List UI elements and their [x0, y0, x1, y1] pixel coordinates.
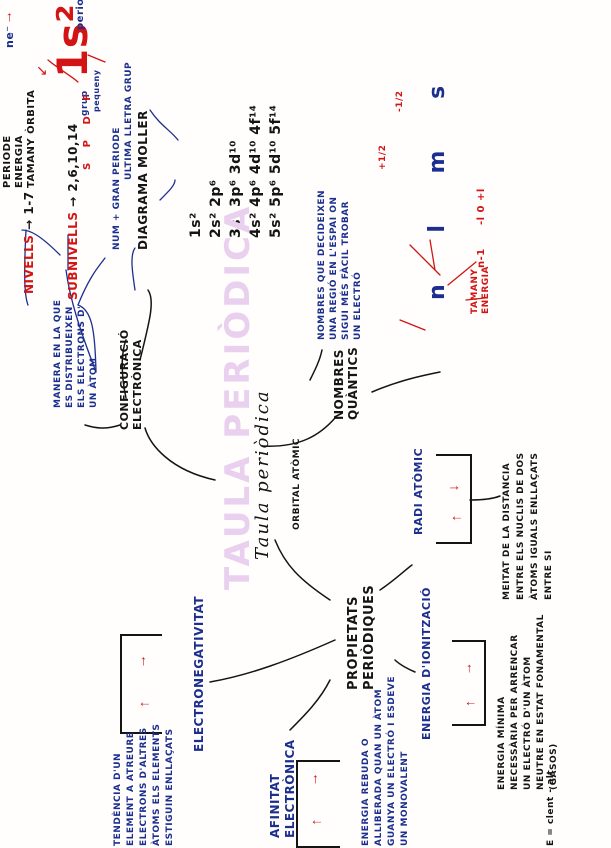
afinitat-definition-line-3: GUANYA UN ELECTRÓ I ESDEVE — [387, 676, 397, 846]
electronegativitat-box — [120, 634, 162, 734]
quantics-definition-line-2: UNA REGIÓ EN L'ESPAI ON — [329, 196, 339, 340]
afinitat-label-line-1: AFINITAT — [268, 773, 282, 838]
radi-label: RADI ATÒMIC — [412, 447, 425, 535]
n-note-line-2: ENERGIA — [481, 266, 491, 314]
afinitat-definition-line-4: UN MONOVALENT — [400, 751, 410, 846]
radi-definition-line-4: ENTRE SI — [544, 550, 554, 600]
diagrama-label: DIAGRAMA MOLLER — [136, 110, 150, 250]
quantics-label-line-2: QUÀNTICS — [346, 346, 360, 420]
ionitzacio-definition: ENERGIA MÍNIMA NECESSÀRIA PER ARRENCAR U… — [496, 614, 561, 790]
nivells-info: PERIODE ENERGIA TAMANY ÒRBITA — [2, 90, 38, 188]
afinitat-arrow-left-icon: ↑ — [307, 818, 324, 826]
quantics-definition-line-1: NOMBRES QUE DECIDEIXEN — [317, 189, 327, 340]
ionitzacio-definition-line-4: NEUTRE EN ESTAT FONAMENTAL — [536, 614, 546, 790]
s-value-minus: -1/2 — [395, 90, 405, 112]
center-scribble: Taula periòdica — [252, 389, 273, 560]
configuracio-definition-line-1: MANERA EN LA QUE — [53, 299, 63, 408]
ionitzacio-arrow-up-icon: ↑ — [466, 660, 473, 675]
afinitat-definition-line-1: ENERGIA REBUDA O — [361, 737, 371, 846]
configuracio-label: CONFIGURACIÓ ELECTRÒNICA — [118, 329, 144, 430]
afinitat-label: AFINITAT ELECTRÒNICA — [268, 739, 298, 838]
diagrama-note-grup: ULTIMA LLETRA GRUP — [124, 61, 134, 180]
afinitat-definition: ENERGIA REBUDA O ALLIBERADA QUAN UN ÀTOM… — [360, 676, 412, 846]
radi-definition: MEITAT DE LA DISTANCIA ENTRE ELS NUCLIS … — [500, 452, 556, 600]
subnivells-label: SUBNIVELLS — [66, 211, 80, 300]
ionitzacio-arrow-left-icon: ↑ — [461, 700, 477, 707]
afinitat-arrow-up-icon: ↑ — [312, 770, 319, 786]
electronegativitat-definition-line-5: ESTIGUIN ENLLAÇATS — [165, 728, 175, 846]
arrow-icon: ↘ — [36, 62, 48, 78]
radi-arrow-icon-2: ↑ — [447, 514, 464, 522]
nivells-arrow: → — [22, 219, 36, 230]
radi-definition-line-1: MEITAT DE LA DISTANCIA — [502, 462, 512, 600]
configuracio-definition-line-4: UN ÀTOM — [89, 357, 99, 409]
ionitzacio-definition-line-1: ENERGIA MÍNIMA — [497, 696, 507, 790]
nivells-label: NIVELLS — [22, 234, 36, 294]
m-note: -l 0 +l — [476, 188, 487, 225]
subnivells-values: 2,6,10,14 — [66, 123, 80, 192]
quantum-letter-s: s — [425, 63, 450, 99]
diagrama-note-periode: NUM + GRAN PERIODE — [112, 127, 122, 250]
ionitzacio-definition-line-5: (GASOS) — [549, 743, 559, 790]
propietats-label-line-1: PROPIETATS — [346, 596, 361, 690]
afinitat-box — [296, 760, 340, 848]
l-note: n-1 — [476, 248, 487, 268]
nivells-info-line-2: ENERGIA — [14, 135, 25, 188]
electronegativitat-definition-line-2: ELEMENT A ATREURE — [126, 731, 136, 846]
nivells-info-line-3: TAMANY ÒRBITA — [26, 89, 37, 188]
moller-row-1: 1s² — [188, 212, 204, 238]
quantum-letters: n l m s — [425, 64, 450, 300]
configuracio-definition-line-2: ES DISTRIBUEIXEN — [65, 306, 75, 408]
electronegativitat-definition-line-3: ELECTRONS D'ALTRES — [139, 727, 149, 846]
n-notes: TAMANY ENERGIA — [470, 266, 492, 314]
notation-caption: pequeny — [92, 69, 101, 112]
subnivells-row: SUBNIVELLS → 2,6,10,14 — [66, 123, 80, 300]
quantum-letter-l: l — [425, 203, 450, 233]
ionitzacio-definition-line-3: UN ELECTRÓ D'UN ÀTOM — [523, 656, 533, 790]
quantics-definition-line-4: UN ELECTRÓ — [353, 271, 363, 340]
notation-main: 1s² — [48, 3, 97, 78]
nivells-info-line-1: PERIODE — [2, 135, 13, 188]
subnivells-arrow: → — [66, 196, 80, 207]
radi-box — [436, 454, 472, 544]
nivells-row: NIVELLS → 1-7 — [22, 191, 36, 294]
nivells-range: 1-7 — [22, 191, 36, 215]
ionitzacio-aside: E = clent - alt — [546, 769, 556, 846]
electronegativitat-arrow-up-icon: ↑ — [140, 652, 147, 668]
electronegativitat-definition-line-4: ÀTOMS ELS ELEMENTS — [152, 723, 162, 846]
quantics-definition-line-3: SIGUI MÉS FÀCIL TROBAR — [341, 200, 351, 340]
radi-definition-line-2: ENTRE ELS NUCLIS DE DOS — [516, 452, 526, 600]
arrow-up-icon: ↑ — [6, 8, 13, 24]
orbital-label: ORBITAL ATÒMIC — [292, 437, 302, 530]
quantum-letter-m: m — [425, 128, 450, 174]
quantics-definition: NOMBRES QUE DECIDEIXEN UNA REGIÓ EN L'ES… — [316, 190, 364, 340]
propietats-label-line-2: PERIÒDIQUES — [362, 584, 377, 690]
electronegativitat-label: ELECTRONEGATIVITAT — [192, 595, 206, 752]
configuracio-label-line-2: ELECTRÒNICA — [131, 339, 144, 430]
quantics-label: NOMBRES QUÀNTICS — [332, 347, 360, 420]
ionitzacio-label: ENERGIA D'IONITZACIÓ — [420, 587, 433, 740]
electronegativitat-definition: TENDÈNCIA D'UN ELEMENT A ATREURE ELECTRO… — [112, 724, 177, 846]
subnivells-letters: S P D F — [82, 87, 93, 170]
propietats-label: PROPIETATS PERIÒDIQUES — [346, 585, 378, 690]
notation-ne: ne⁻ — [3, 25, 16, 48]
electronegativitat-definition-line-1: TENDÈNCIA D'UN — [113, 752, 123, 846]
configuracio-definition: MANERA EN LA QUE ES DISTRIBUEIXEN ELS EL… — [52, 300, 100, 408]
s-value-plus: +1/2 — [378, 144, 388, 170]
quantum-letter-n: n — [425, 262, 450, 300]
electronegativitat-arrow-left-icon: ↑ — [135, 700, 152, 708]
configuracio-label-line-1: CONFIGURACIÓ — [118, 329, 131, 430]
quantics-label-line-1: NOMBRES — [332, 349, 346, 420]
ionitzacio-box — [452, 640, 486, 726]
afinitat-definition-line-2: ALLIBERADA QUAN UN ÀTOM — [374, 688, 384, 846]
moller-row-5: 5s² 5p⁶ 5d¹⁰ 5f¹⁴ — [268, 104, 284, 238]
notation-periode: periode — [75, 0, 86, 30]
ionitzacio-definition-line-2: NECESSÀRIA PER ARRENCAR — [510, 634, 520, 790]
radi-definition-line-3: ÀTOMS IGUALS ENLLAÇATS — [530, 452, 540, 600]
configuracio-definition-line-3: ELS ELECTRONS D' — [77, 305, 87, 408]
radi-arrow-icon: ↑ — [447, 484, 464, 492]
n-note-line-1: TAMANY — [470, 268, 480, 314]
